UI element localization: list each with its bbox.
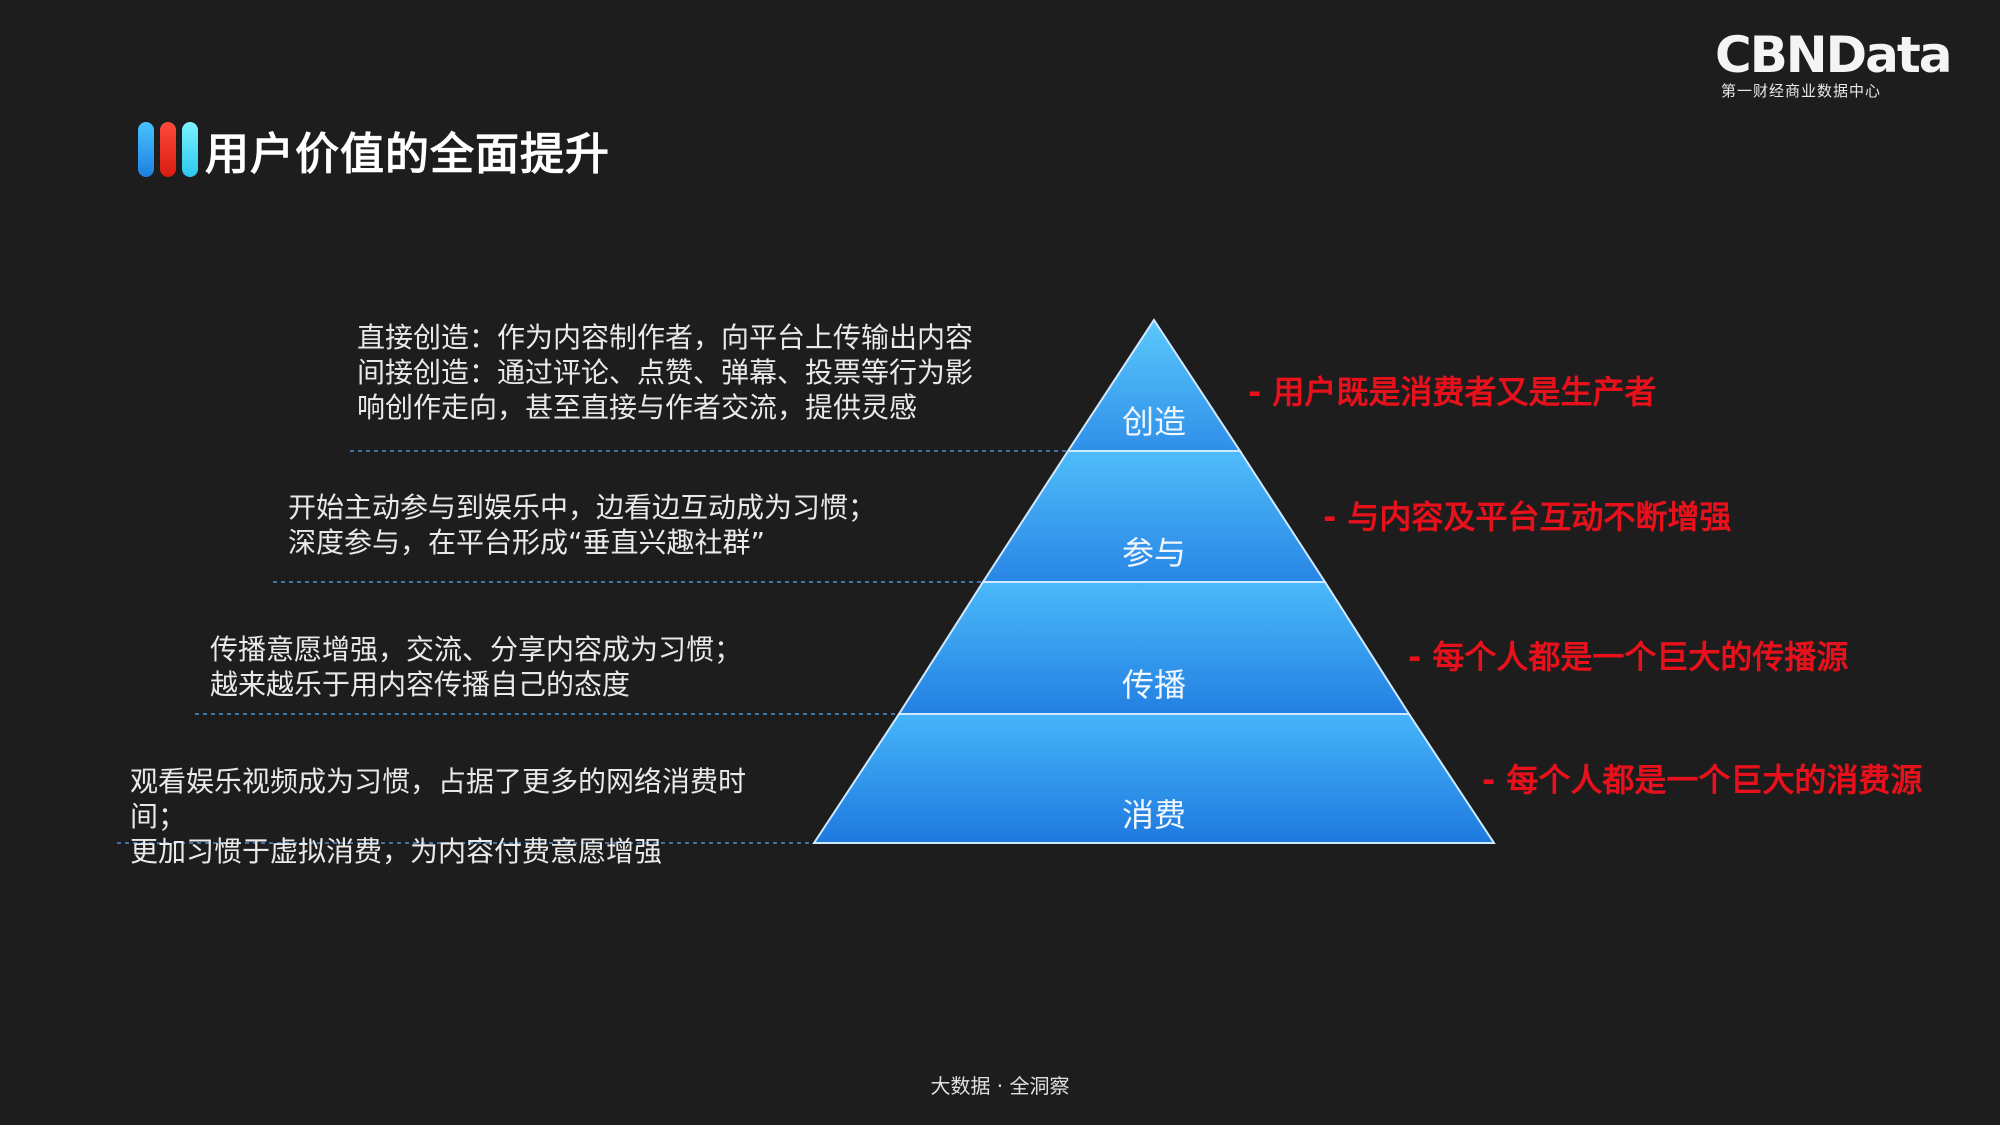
description-line: 深度参与，在平台形成“垂直兴趣社群”	[288, 526, 766, 559]
description-participate: 开始主动参与到娱乐中，边看边互动成为习惯； 深度参与，在平台形成“垂直兴趣社群”	[288, 490, 876, 560]
level-label-spread: 传播	[1122, 666, 1186, 704]
title-decoration-icon	[138, 122, 200, 177]
description-line: 响创作走向，甚至直接与作者交流，提供灵感	[357, 391, 918, 424]
level-label-consume: 消费	[1122, 796, 1186, 834]
cyan-bar-icon	[182, 122, 198, 177]
logo-subtitle: 第一财经商业数据中心	[1721, 82, 1882, 100]
blue-bar-icon	[138, 122, 154, 177]
level-label-participate: 参与	[1122, 534, 1186, 572]
description-line: 越来越乐于用内容传播自己的态度	[210, 668, 631, 701]
description-line: 间接创造：通过评论、点赞、弹幕、投票等行为影	[357, 356, 974, 389]
pyramid-level-consume	[812, 713, 1496, 844]
page-title: 用户价值的全面提升	[205, 129, 610, 180]
tagline-create: - 用户既是消费者又是生产者	[1248, 373, 1657, 411]
description-create: 直接创造：作为内容制作者，向平台上传输出内容 间接创造：通过评论、点赞、弹幕、投…	[357, 320, 973, 425]
description-line: 传播意愿增强，交流、分享内容成为习惯；	[210, 633, 743, 666]
level-label-create: 创造	[1122, 403, 1186, 441]
logo-wordmark: CBNData	[1715, 26, 1953, 84]
description-line: 开始主动参与到娱乐中，边看边互动成为习惯；	[288, 491, 877, 524]
footer-slogan: 大数据 · 全洞察	[930, 1074, 1070, 1098]
description-line: 直接创造：作为内容制作者，向平台上传输出内容	[357, 321, 974, 354]
tagline-consume: - 每个人都是一个巨大的消费源	[1482, 761, 1923, 799]
red-bar-icon	[160, 122, 176, 177]
description-line: 观看娱乐视频成为习惯，占据了更多的网络消费时	[130, 765, 747, 798]
cbndata-logo: CBNData 第一财经商业数据中心	[1715, 26, 1953, 101]
tagline-participate: - 与内容及平台互动不断增强	[1323, 498, 1732, 536]
tagline-spread: - 每个人都是一个巨大的传播源	[1408, 638, 1849, 676]
description-line: 间；	[130, 800, 187, 833]
description-spread: 传播意愿增强，交流、分享内容成为习惯； 越来越乐于用内容传播自己的态度	[210, 632, 742, 702]
description-line: 更加习惯于虚拟消费，为内容付费意愿增强	[130, 835, 663, 868]
description-consume: 观看娱乐视频成为习惯，占据了更多的网络消费时 间； 更加习惯于虚拟消费，为内容付…	[130, 764, 746, 869]
